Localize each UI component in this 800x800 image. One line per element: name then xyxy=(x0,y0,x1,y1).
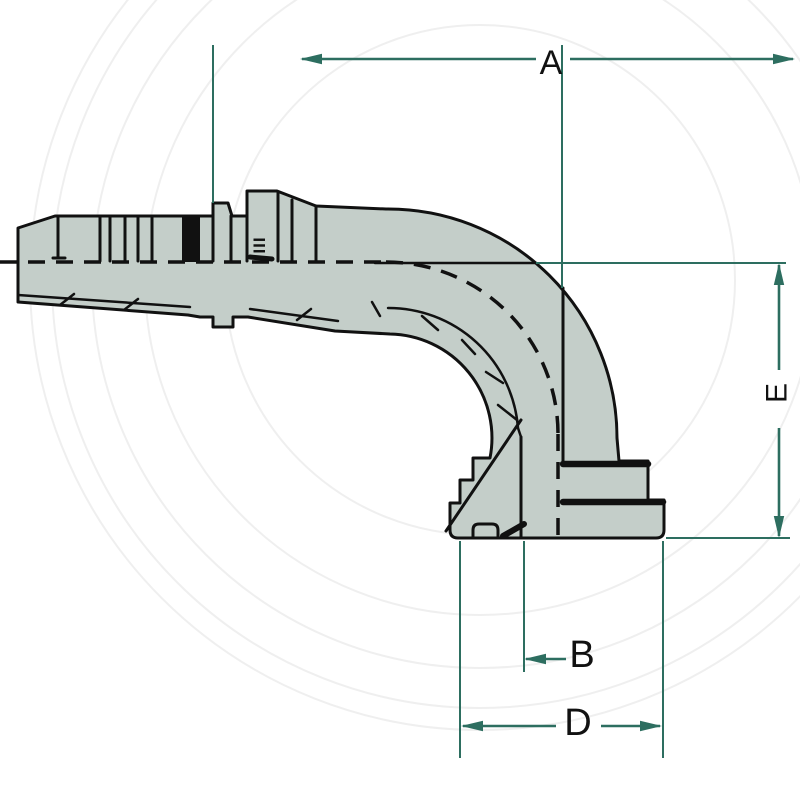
arrow-e-bottom xyxy=(773,516,785,538)
serration-lines xyxy=(51,190,318,263)
arrow-a-right xyxy=(773,53,795,65)
arrow-d-right xyxy=(640,720,662,732)
dim-label-e: E xyxy=(761,383,794,403)
dimension-labels: A B D E xyxy=(540,44,794,744)
fitting-body: III xyxy=(0,189,667,543)
centerlines xyxy=(0,260,560,543)
band-ticks xyxy=(58,292,519,422)
centerline-bend-arc xyxy=(385,260,560,435)
dimension-arrowheads xyxy=(300,53,795,732)
fitting-outline xyxy=(16,189,666,540)
arrow-e-top xyxy=(773,263,785,285)
arrow-a-left xyxy=(300,53,322,65)
arrow-b-left xyxy=(524,653,546,665)
chamfer-band-tail xyxy=(16,293,192,309)
interlock-stamp-mark: III xyxy=(250,237,269,254)
stamp-base-bar xyxy=(247,254,275,262)
extension-lines xyxy=(212,45,790,758)
bore-arc-line xyxy=(386,306,523,439)
arrow-d-left xyxy=(461,720,483,732)
dim-label-b: B xyxy=(569,634,594,676)
dimensions xyxy=(212,45,795,758)
compression-band xyxy=(182,216,200,262)
section-diagonal-line xyxy=(444,418,523,533)
chamfer-band-cone xyxy=(248,307,340,323)
flange-notch xyxy=(471,522,500,540)
weld-diagonal xyxy=(500,521,527,539)
dim-label-a: A xyxy=(540,44,563,82)
dim-label-d: D xyxy=(564,702,591,744)
